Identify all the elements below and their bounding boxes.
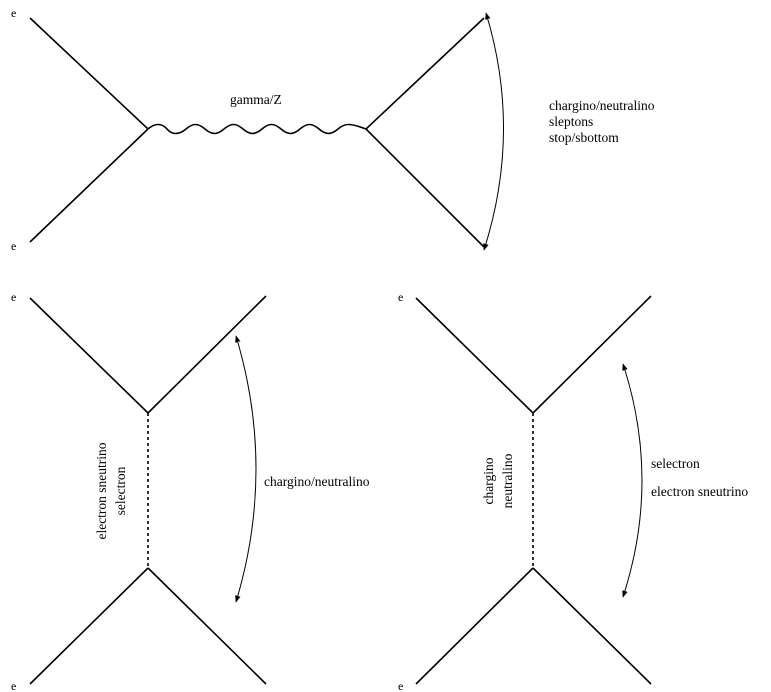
exchange-label-1: chargino [481, 457, 496, 504]
final-state-label: chargino/neutralino [264, 474, 370, 489]
final-state-label-2: sleptons [549, 114, 593, 129]
outgoing-sparticle-bottom-line [147, 567, 267, 685]
e-label-bottom: e [398, 679, 403, 692]
diagram-t-channel-left: e e electron sneutrino selectron chargin… [11, 290, 370, 692]
outgoing-sparticle-bottom-line [532, 567, 652, 685]
incoming-electron-top-line [29, 297, 149, 414]
exchange-label-1: electron sneutrino [94, 442, 109, 539]
incoming-electron-top-line [29, 17, 149, 130]
e-label-top-incoming: e [11, 6, 16, 20]
incoming-electron-bottom-line [415, 567, 534, 685]
incoming-electron-bottom-line [29, 567, 149, 685]
outgoing-sparticle-top-line [532, 295, 652, 414]
propagator-label: gamma/Z [230, 92, 282, 107]
exchange-label-2: neutralino [500, 453, 515, 508]
final-state-label-1: selectron [651, 456, 700, 471]
final-state-double-arrow [483, 12, 504, 251]
outgoing-sparticle-top-line [365, 17, 485, 130]
e-label-bottom-incoming: e [11, 239, 16, 253]
incoming-electron-top-line [415, 297, 534, 414]
outgoing-sparticle-top-line [147, 295, 267, 414]
exchange-label-2: selectron [113, 466, 128, 515]
final-state-label-1: chargino/neutralino [549, 98, 655, 113]
incoming-electron-bottom-line [29, 128, 149, 243]
diagram-t-channel-right: e e chargino neutralino selectron electr… [398, 290, 748, 692]
diagram-s-channel: e e gamma/Z chargino/neutralino sleptons… [11, 6, 655, 253]
final-state-label-3: stop/sbottom [549, 130, 619, 145]
final-state-double-arrow [622, 363, 643, 598]
gamma-z-wavy-propagator [147, 123, 367, 135]
e-label-top: e [11, 290, 16, 304]
e-label-bottom: e [11, 679, 16, 692]
outgoing-sparticle-bottom-line [365, 128, 485, 248]
final-state-label-2: electron sneutrino [651, 484, 748, 499]
e-label-top: e [398, 290, 403, 304]
final-state-double-arrow [235, 335, 257, 603]
